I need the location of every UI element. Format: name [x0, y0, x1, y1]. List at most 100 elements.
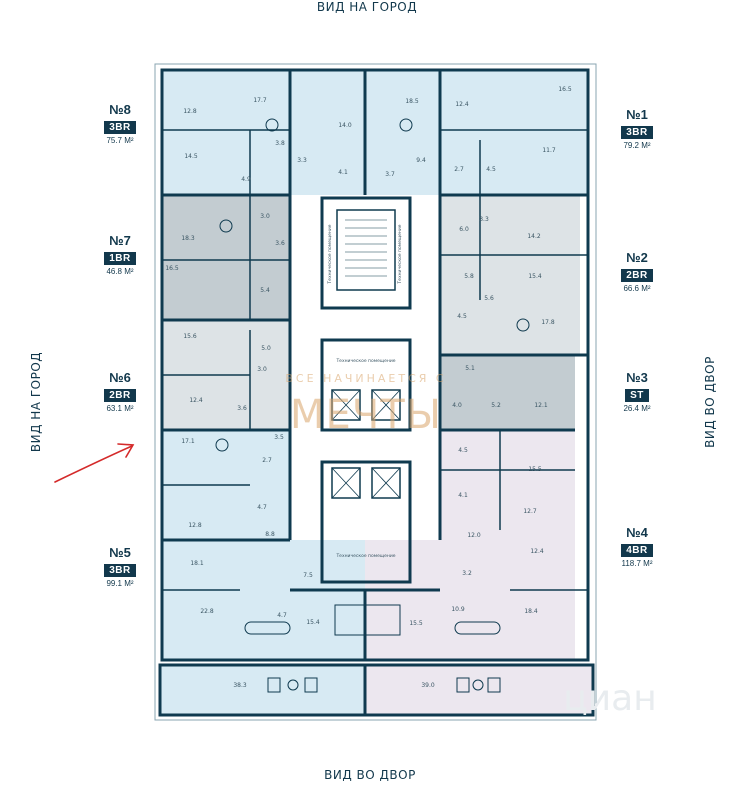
room-area: 4.1 [338, 169, 348, 176]
room-area: 5.1 [465, 365, 475, 372]
room-area: 4.5 [458, 447, 468, 454]
unit-4-living-area [365, 540, 440, 660]
unit-card-2: №2 2BR 66.6 М² [602, 250, 672, 295]
room-area: 17.7 [253, 97, 267, 104]
room-area: 3.0 [257, 366, 267, 373]
unit-8-area [162, 70, 290, 195]
unit-card-4: №4 4BR 118.7 М² [602, 525, 672, 570]
unit-area: 63.1 М² [106, 404, 134, 413]
room-area: 3.0 [260, 213, 270, 220]
room-area: 15.5 [528, 466, 542, 473]
view-label-top: ВИД НА ГОРОД [317, 0, 417, 14]
svg-text:циан: циан [563, 678, 657, 719]
room-area: 15.4 [528, 273, 542, 280]
room-area: 3.6 [275, 240, 285, 247]
unit-area: 118.7 М² [621, 559, 653, 568]
room-area: 12.4 [455, 101, 469, 108]
balcony-left [160, 665, 365, 715]
unit-number: №5 [109, 545, 131, 560]
room-area: 3.3 [479, 216, 489, 223]
unit-card-8: №8 3BR 75.7 М² [85, 102, 155, 147]
room-area: 3.7 [385, 171, 395, 178]
unit-card-6: №6 2BR 63.1 М² [85, 370, 155, 415]
unit-number: №8 [109, 102, 131, 117]
building-frame [154, 63, 597, 721]
tech-room-label: Техническое помещение [397, 224, 403, 284]
view-label-bottom: ВИД ВО ДВОР [324, 768, 416, 782]
room-area: 2.7 [454, 166, 464, 173]
room-area: 5.2 [491, 402, 501, 409]
room-area: 12.8 [183, 108, 197, 115]
room-area: 12.0 [467, 532, 481, 539]
red-arrow-annotation [54, 443, 135, 483]
room-area: 15.6 [183, 333, 197, 340]
room-area: 12.4 [530, 548, 544, 555]
room-area: 12.7 [523, 508, 537, 515]
room-area: 4.9 [241, 176, 251, 183]
unit-card-1: №1 3BR 79.2 М² [602, 107, 672, 152]
room-area: 15.5 [409, 620, 423, 627]
room-area: 6.0 [459, 226, 469, 233]
unit-number: №3 [626, 370, 648, 385]
tech-room-label: Техническое помещение [335, 358, 395, 364]
unit-5-area [162, 430, 290, 660]
unit-number: №6 [109, 370, 131, 385]
room-area: 3.6 [237, 405, 247, 412]
unit-area: 26.4 М² [623, 404, 651, 413]
unit-number: №2 [626, 250, 648, 265]
unit-type-badge: 2BR [621, 269, 653, 282]
view-label-right: ВИД ВО ДВОР [703, 356, 717, 448]
unit-type-badge: ST [625, 389, 649, 402]
room-area: 38.3 [233, 682, 247, 689]
unit-area: 75.7 М² [106, 136, 134, 145]
unit-card-7: №7 1BR 46.8 М² [85, 233, 155, 278]
room-area: 18.4 [524, 608, 538, 615]
stair-icon [345, 219, 387, 277]
room-area: 12.1 [534, 402, 548, 409]
room-area: 18.3 [181, 235, 195, 242]
unit-type-badge: 2BR [104, 389, 136, 402]
unit-card-3: №3 ST 26.4 М² [602, 370, 672, 415]
room-area: 22.8 [200, 608, 214, 615]
unit-7-area [162, 195, 290, 320]
unit-type-badge: 3BR [621, 126, 653, 139]
unit-area: 79.2 М² [623, 141, 651, 150]
unit-2-area [440, 195, 580, 355]
room-area: 5.0 [261, 345, 271, 352]
room-area: 5.4 [260, 287, 270, 294]
room-area: 17.8 [541, 319, 555, 326]
room-area: 4.7 [277, 612, 287, 619]
walls [158, 68, 595, 717]
room-area: 18.1 [190, 560, 204, 567]
room-area: 4.0 [452, 402, 462, 409]
unit-area: 99.1 М² [106, 579, 134, 588]
view-label-left: ВИД НА ГОРОД [29, 352, 43, 452]
room-area: 5.6 [484, 295, 494, 302]
svg-text:ВСЕ НАЧИНАЕТСЯ С: ВСЕ НАЧИНАЕТСЯ С [285, 372, 446, 385]
room-area: 18.5 [405, 98, 419, 105]
unit-area: 66.6 М² [623, 284, 651, 293]
unit-type-badge: 4BR [621, 544, 653, 557]
core-corridor [295, 195, 440, 540]
room-area-labels: 12.8 17.7 14.5 3.8 4.9 3.3 14.0 18.5 4.1… [165, 86, 572, 689]
room-area: 5.8 [464, 273, 474, 280]
unit-1-area [440, 70, 588, 195]
unit-5-living-area [290, 540, 365, 660]
room-area: 10.9 [451, 606, 465, 613]
room-area: 3.8 [275, 140, 285, 147]
room-area: 39.0 [421, 682, 435, 689]
unit-type-badge: 3BR [104, 121, 136, 134]
room-area: 4.1 [458, 492, 468, 499]
unit-area: 46.8 М² [106, 267, 134, 276]
room-area: 9.4 [416, 157, 426, 164]
room-area: 3.3 [297, 157, 307, 164]
room-area: 3.2 [462, 570, 472, 577]
svg-text:МЕЧТЫ: МЕЧТЫ [290, 392, 442, 438]
room-area: 2.7 [262, 457, 272, 464]
unit-type-badge: 3BR [104, 564, 136, 577]
room-area: 16.5 [558, 86, 572, 93]
room-area: 17.1 [181, 438, 195, 445]
table-icons [215, 118, 530, 693]
room-area: 16.5 [165, 265, 179, 272]
